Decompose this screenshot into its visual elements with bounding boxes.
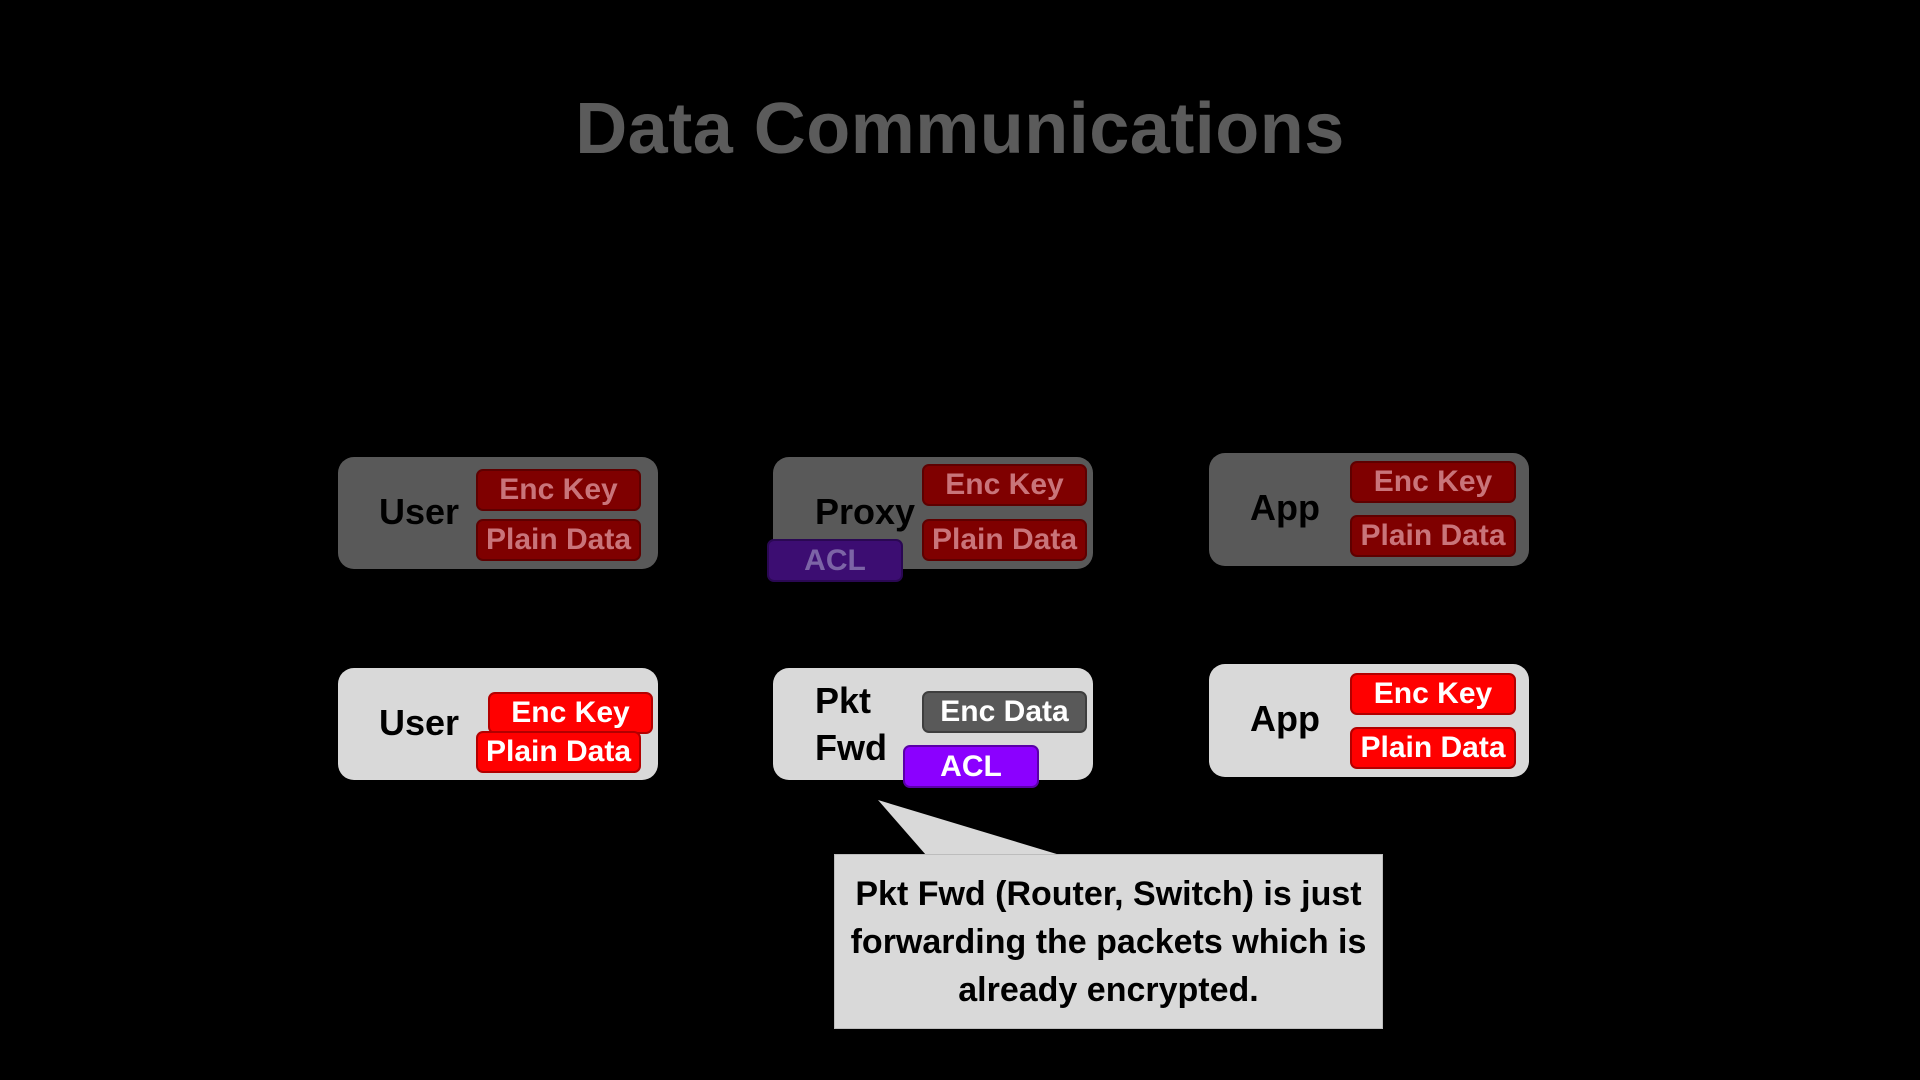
app-label: App xyxy=(1250,698,1320,739)
plain-data-tag: Plain Data xyxy=(1350,727,1516,769)
app-label: App xyxy=(1250,487,1320,528)
user-label: User xyxy=(379,491,460,532)
enc-data-tag: Enc Data xyxy=(922,691,1087,733)
enc-key-tag: Enc Key xyxy=(476,469,641,511)
proxy-label: Proxy xyxy=(815,491,916,532)
acl-tag: ACL xyxy=(767,539,903,582)
enc-key-tag: Enc Key xyxy=(1350,461,1516,503)
fwd-label: Fwd xyxy=(815,727,887,768)
plain-data-tag: Plain Data xyxy=(476,731,641,773)
plain-data-tag: Plain Data xyxy=(922,519,1087,561)
plain-data-tag: Plain Data xyxy=(476,519,641,561)
user-label: User xyxy=(379,702,460,743)
pkt-label: Pkt xyxy=(815,680,872,721)
enc-key-tag: Enc Key xyxy=(922,464,1087,506)
enc-key-tag: Enc Key xyxy=(488,692,653,734)
enc-key-tag: Enc Key xyxy=(1350,673,1516,715)
page-title: Data Communications xyxy=(575,89,1345,169)
plain-data-tag: Plain Data xyxy=(1350,515,1516,557)
callout-note: Pkt Fwd (Router, Switch) is just forward… xyxy=(834,854,1383,1029)
acl-tag: ACL xyxy=(903,745,1039,788)
